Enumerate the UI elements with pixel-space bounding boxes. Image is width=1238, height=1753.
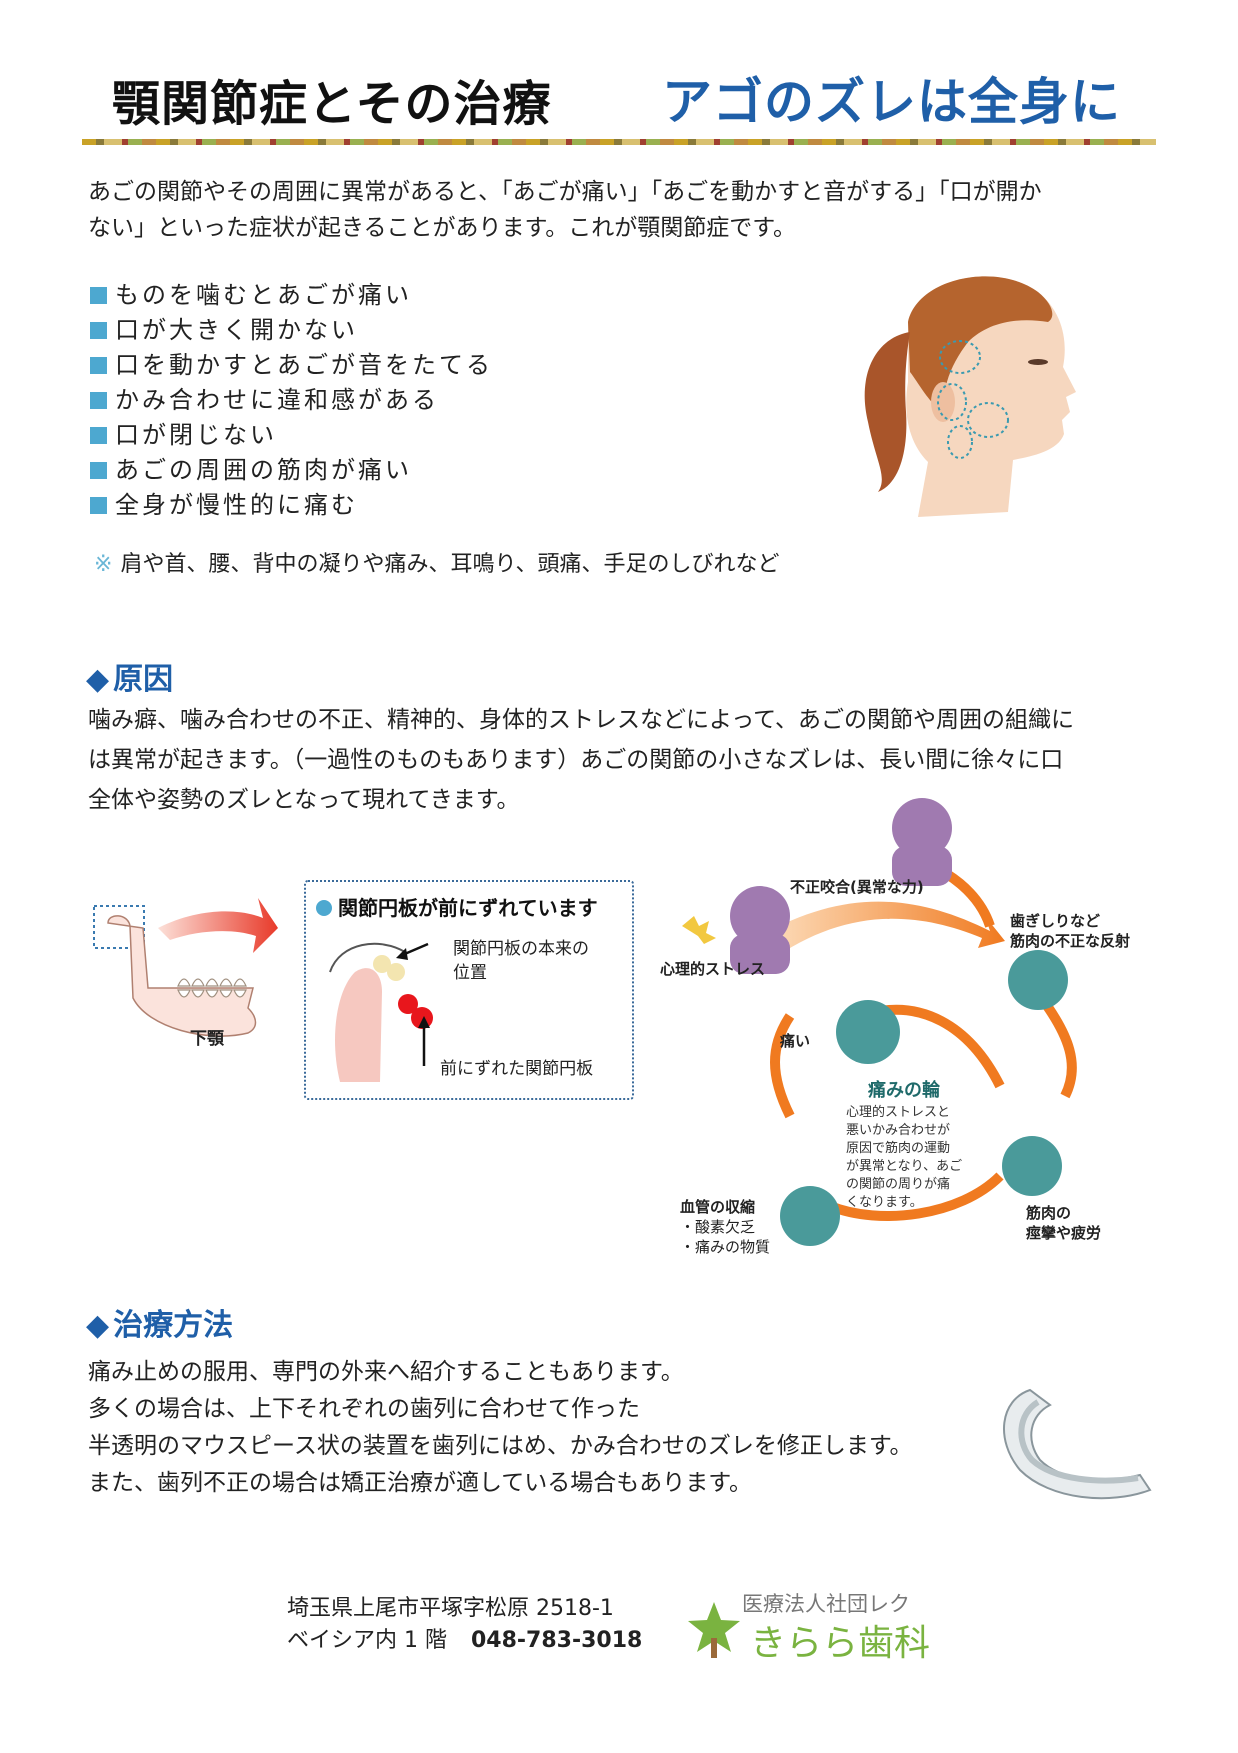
section-heading-treatment: ◆治療方法 — [86, 1308, 234, 1343]
disc-label-shifted: 前にずれた関節円板 — [440, 1059, 594, 1079]
cycle-label-pain: 痛い — [780, 1032, 811, 1050]
treatment-line-3: 半透明のマウスピース状の装置を歯列にはめ、かみ合わせのズレを修正します。 — [88, 1433, 913, 1459]
clinic-logo-name: きらら歯科 — [750, 1623, 931, 1664]
square-bullet-icon — [90, 392, 107, 409]
cycle-label-vessel-1: 血管の収縮 — [680, 1198, 756, 1216]
disc-label-original-2: 位置 — [453, 963, 487, 983]
intro-line-2: ない」といった症状が起きることがあります。これが顎関節症です。 — [88, 215, 796, 241]
cycle-label-muscle-2: 痙攣や疲労 — [1026, 1224, 1102, 1242]
symptom-item: 全身が慢性的に痛む — [90, 488, 358, 523]
square-bullet-icon — [90, 427, 107, 444]
symptom-item: ものを噛むとあごが痛い — [90, 278, 412, 313]
symptom-item: かみ合わせに違和感がある — [90, 383, 439, 418]
pain-cycle-diagram — [682, 798, 1077, 1246]
symptom-item: 口を動かすとあごが音をたてる — [90, 348, 493, 383]
star-tree-icon — [688, 1602, 740, 1658]
clinic-organization: 医療法人社団レク — [742, 1592, 910, 1616]
square-bullet-icon — [90, 462, 107, 479]
intro-line-1: あごの関節やその周囲に異常があると、「あごが痛い」「あごを動かすと音がする」「口… — [88, 179, 1042, 205]
disc-diagram — [329, 942, 433, 1082]
cause-line-2: は異常が起きます。（一過性のものもあります）あごの関節の小さなズレは、長い間に徐… — [88, 747, 1064, 773]
cycle-label-grinding-2: 筋肉の不正な反射 — [1010, 932, 1131, 950]
circle-bullet-icon — [316, 900, 332, 916]
jaw-illustration — [93, 898, 278, 1037]
page-subtitle: アゴのズレは全身に — [662, 73, 1121, 131]
square-bullet-icon — [90, 357, 107, 374]
cycle-label-muscle-1: 筋肉の — [1026, 1204, 1072, 1222]
cycle-label-vessel-3: ・痛みの物質 — [680, 1238, 771, 1256]
disc-label-original: 関節円板の本来の — [453, 939, 589, 959]
cause-line-1: 噛み癖、噛み合わせの不正、精神的、身体的ストレスなどによって、あごの関節や周囲の… — [88, 707, 1075, 733]
symptom-item: あごの周囲の筋肉が痛い — [90, 453, 412, 488]
head-illustration — [864, 276, 1076, 517]
cycle-description: 心理的ストレスと 悪いかみ合わせが 原因で筋肉の運動 が異常となり、あご の関節… — [846, 1105, 963, 1210]
symptom-note: ※肩や首、腰、背中の凝りや痛み、耳鳴り、頭痛、手足のしびれなど — [94, 552, 780, 577]
decorative-divider — [82, 139, 1156, 145]
cycle-label-stress: 心理的ストレス — [660, 960, 766, 978]
treatment-line-2: 多くの場合は、上下それぞれの歯列に合わせて作った — [88, 1396, 640, 1422]
treatment-line-1: 痛み止めの服用、専門の外来へ紹介することもあります。 — [88, 1359, 684, 1385]
section-heading-cause: ◆原因 — [86, 662, 174, 697]
footer-phone: 048-783-3018 — [470, 1628, 643, 1653]
pointer-arrows-icon — [396, 942, 430, 1066]
disc-panel-title: 関節円板が前にずれています — [316, 892, 598, 921]
symptom-item: 口が大きく開かない — [90, 313, 358, 348]
square-bullet-icon — [90, 287, 107, 304]
mouthpiece-illustration — [1003, 1388, 1152, 1500]
footer-address: 埼玉県上尾市平塚字松原 2518-1 — [287, 1596, 614, 1621]
cycle-label-malocclusion: 不正咬合(異常な力) — [790, 878, 924, 896]
cycle-title: 痛みの輪 — [868, 1080, 940, 1101]
square-bullet-icon — [90, 322, 107, 339]
cycle-label-vessel-2: ・酸素欠乏 — [680, 1218, 756, 1236]
page-title: 顎関節症とその治療 — [112, 76, 552, 132]
cycle-label-grinding-1: 歯ぎしりなど — [1010, 912, 1101, 930]
square-bullet-icon — [90, 497, 107, 514]
jaw-label: 下顎 — [190, 1029, 224, 1049]
treatment-line-4: また、歯列不正の場合は矯正治療が適している場合もあります。 — [88, 1470, 753, 1496]
symptom-item: 口が閉じない — [90, 418, 277, 453]
cause-line-3: 全体や姿勢のズレとなって現れてきます。 — [88, 787, 520, 813]
